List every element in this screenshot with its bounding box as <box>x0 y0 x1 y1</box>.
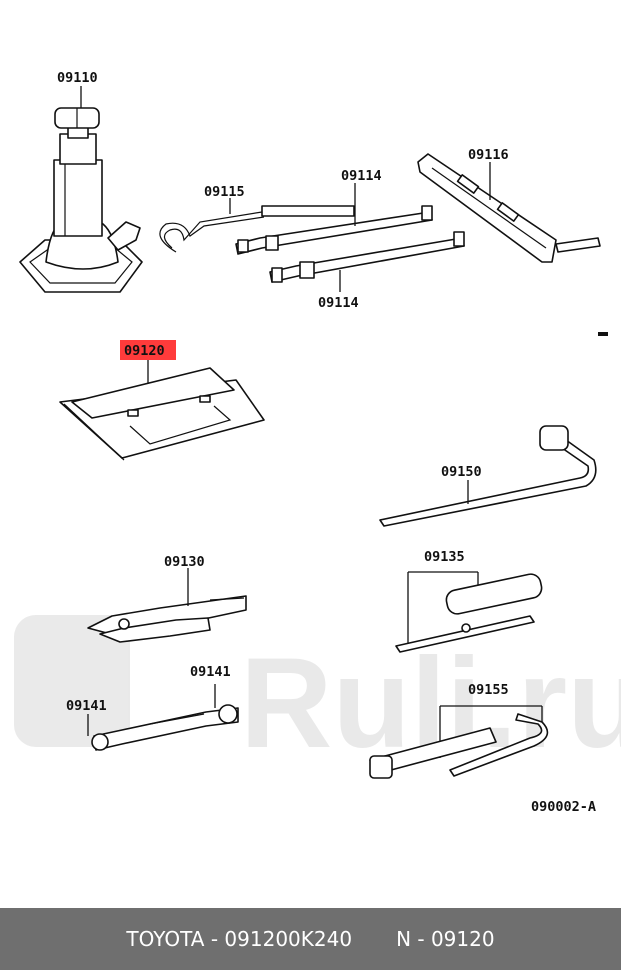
label-09155: 09155 <box>468 682 509 698</box>
socket-wrench-illustration <box>369 705 549 779</box>
label-09141-left: 09141 <box>66 698 107 714</box>
footer-part-number: TOYOTA - 091200K240 <box>126 927 353 951</box>
tool-bag-illustration <box>59 360 265 461</box>
footer-position: N - 09120 <box>396 927 495 951</box>
footer-bar: TOYOTA - 091200K240 N - 09120 <box>0 908 621 970</box>
diagram-code: 090002-A <box>531 799 596 815</box>
label-09116: 09116 <box>468 147 509 163</box>
label-09130: 09130 <box>164 554 205 570</box>
label-09110: 09110 <box>57 70 98 86</box>
corner-mark <box>598 332 608 336</box>
jack-handle-illustration <box>417 153 601 263</box>
label-09141-right: 09141 <box>190 664 231 680</box>
label-09120: 09120 <box>124 343 165 359</box>
label-09150: 09150 <box>441 464 482 480</box>
parts-diagram: Ruli.ru 09110 09115 09114 0 <box>14 70 621 815</box>
pliers-illustration <box>87 568 247 643</box>
screwdriver-illustration <box>395 571 543 653</box>
watermark: Ruli.ru <box>14 615 621 775</box>
hook-illustration <box>159 198 265 253</box>
extension-bar-bottom-illustration <box>269 231 465 292</box>
label-09114-bottom: 09114 <box>318 295 359 311</box>
highlight-09120 <box>120 340 176 360</box>
label-09115: 09115 <box>204 184 245 200</box>
extension-bar-top-illustration <box>235 183 433 255</box>
lug-wrench-illustration <box>379 425 597 527</box>
label-09114-top: 09114 <box>341 168 382 184</box>
label-09135: 09135 <box>424 549 465 565</box>
wrench-illustration <box>87 684 239 751</box>
jack-illustration <box>19 86 143 293</box>
